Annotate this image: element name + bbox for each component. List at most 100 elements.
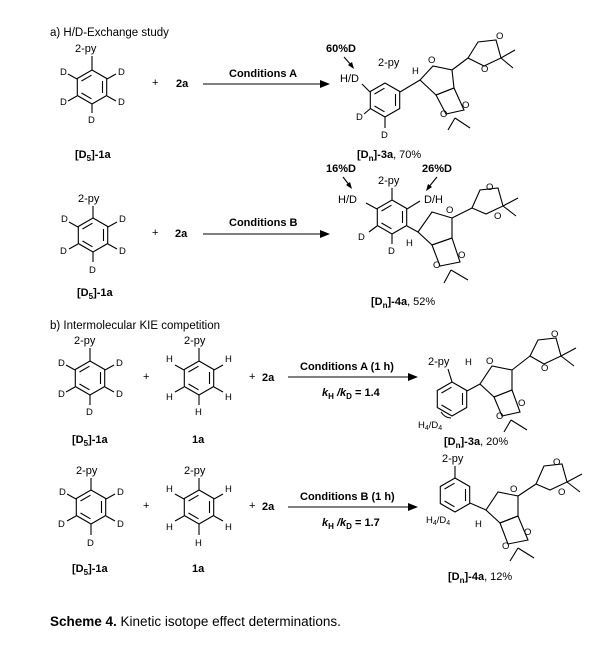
atom-h: H — [225, 484, 232, 495]
atom-d: D — [118, 97, 125, 108]
reagent-2a: 2a — [175, 228, 188, 240]
atom-d: D — [61, 214, 68, 225]
atom-h: H — [166, 354, 173, 365]
atom-o: O — [458, 250, 465, 261]
sm-1a-row-b2: 2-py H H H H H 1a — [166, 465, 232, 575]
atom-d: D — [58, 389, 65, 400]
atom-d: D — [356, 112, 363, 123]
atom-h: H — [166, 392, 173, 403]
atom-d: D — [86, 407, 93, 418]
substituent-2py: 2-py — [378, 175, 400, 187]
atom-o: O — [524, 527, 531, 538]
atom-d: D — [60, 67, 67, 78]
h-d-label: H/D — [338, 194, 357, 206]
reagent-2a: 2a — [176, 78, 189, 90]
atom-h: H — [412, 66, 419, 77]
section-b-title: b) Intermolecular KIE competition — [50, 320, 220, 332]
compound-label: [D5]-1a — [72, 434, 109, 448]
atom-h: H — [225, 522, 232, 533]
atom-d: D — [87, 538, 94, 549]
kie-value: kH /kD = 1.7 — [322, 517, 380, 531]
kie-value: kH /kD = 1.4 — [322, 387, 381, 401]
substituent-2py: 2-py — [74, 335, 96, 347]
atom-d: D — [88, 115, 95, 126]
substituent-2py: 2-py — [428, 356, 450, 368]
scheme-caption: Scheme 4. Kinetic isotope effect determi… — [50, 614, 341, 629]
atom-o: O — [551, 329, 558, 340]
atom-o: O — [502, 541, 509, 552]
h4-d4-label: H4/D4 — [418, 420, 442, 432]
atom-h: H — [195, 538, 202, 549]
compound-label: [D5]-1a — [77, 287, 114, 301]
atom-h: H — [225, 392, 232, 403]
plus-sign: + — [249, 500, 255, 512]
substituent-2py: 2-py — [75, 43, 97, 55]
atom-d: D — [60, 246, 67, 257]
atom-d: D — [58, 519, 65, 530]
compound-label: [Dn]-3a, 20% — [444, 436, 508, 450]
plus-sign: + — [143, 371, 149, 383]
deuteration-percent: 26%D — [422, 163, 452, 175]
atom-o: O — [496, 31, 503, 42]
plus-sign: + — [152, 227, 158, 239]
substituent-2py: 2-py — [442, 453, 464, 465]
conditions-label: Conditions B (1 h) — [300, 491, 395, 503]
atom-d: D — [117, 519, 124, 530]
reagent-2a: 2a — [262, 501, 275, 513]
substituent-2py: 2-py — [184, 465, 206, 477]
atom-o: O — [440, 109, 447, 120]
compound-label: [Dn]-4a, 12% — [448, 571, 512, 585]
atom-o: O — [553, 457, 560, 468]
atom-h: H — [406, 238, 413, 249]
atom-o: O — [481, 64, 488, 75]
atom-o: O — [496, 411, 503, 422]
atom-h: H — [475, 519, 482, 530]
atom-d: D — [58, 358, 65, 369]
atom-o: O — [541, 363, 548, 374]
substituent-2py: 2-py — [378, 57, 400, 69]
atom-h: H — [166, 484, 173, 495]
atom-d: D — [119, 214, 126, 225]
substituent-2py: 2-py — [76, 465, 98, 477]
atom-d: D — [119, 246, 126, 257]
atom-d: D — [117, 487, 124, 498]
atom-d: D — [358, 232, 365, 243]
conditions-label: Conditions A — [229, 68, 297, 80]
plus-sign: + — [249, 371, 255, 383]
compound-label: 1a — [192, 434, 205, 446]
compound-label: 1a — [192, 563, 205, 575]
atom-o: O — [462, 100, 469, 111]
compound-label: [Dn]-3a, 70% — [357, 149, 421, 163]
d-h-label: D/H — [424, 194, 443, 206]
atom-o: O — [518, 398, 525, 409]
plus-sign: + — [143, 500, 149, 512]
atom-d: D — [381, 130, 388, 141]
atom-o: O — [558, 487, 565, 498]
section-a-title: a) H/D-Exchange study — [50, 27, 169, 39]
substituent-2py: 2-py — [184, 335, 206, 347]
product-dn-4a-row-b2: 2-py H O O O O O H4/D4 [Dn]-4a, 12% — [426, 453, 583, 585]
atom-h: H — [225, 354, 232, 365]
caption-label: Scheme 4. — [50, 614, 117, 629]
deuteration-percent: 16%D — [326, 163, 356, 175]
product-dn-4a-row-a2: 16%D 26%D 2-py H/D D/H D D H O O O O O [… — [326, 163, 519, 310]
reagent-2a: 2a — [262, 372, 275, 384]
conditions-label: Conditions A (1 h) — [300, 361, 394, 373]
sm-d5-1a-row-b1: 2-py D D D D D [D5]-1a — [58, 335, 123, 448]
atom-d: D — [388, 246, 395, 257]
atom-o: O — [446, 205, 453, 216]
sm-d5-1a-row-a1: 2-py D D D D D [D5]-1a — [60, 43, 125, 163]
atom-h: H — [195, 407, 202, 418]
atom-d: D — [59, 487, 66, 498]
atom-h: H — [465, 357, 472, 368]
atom-o: O — [428, 55, 435, 66]
atom-o: O — [433, 260, 440, 271]
conditions-label: Conditions B — [229, 217, 297, 229]
product-dn-3a-row-a1: 60%D H/D 2-py D D H O O O O O [Dn]-3a, 7… — [326, 31, 516, 163]
atom-o: O — [486, 182, 493, 193]
atom-o: O — [494, 211, 501, 222]
caption-text: Kinetic isotope effect determinations. — [116, 614, 341, 629]
atom-d: D — [116, 358, 123, 369]
compound-label: [D5]-1a — [72, 563, 109, 577]
sm-d5-1a-row-a2: 2-py D D D D D [D5]-1a — [60, 193, 126, 301]
